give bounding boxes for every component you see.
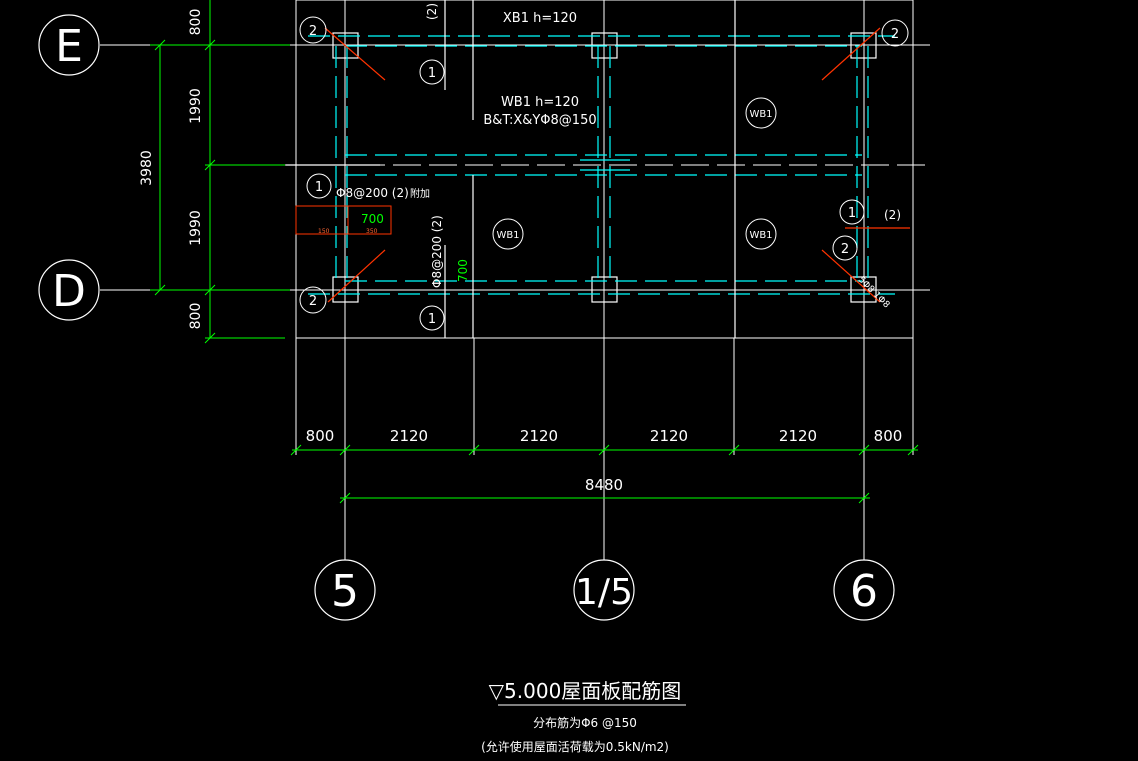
dim-h-800-left: 800 xyxy=(306,427,335,445)
marker-text: 1 xyxy=(428,312,436,327)
axis-label-5: 5 xyxy=(331,566,359,617)
axis-label-d: D xyxy=(52,266,86,317)
dim-h-800-right: 800 xyxy=(874,427,903,445)
drawing-note-load: (允许使用屋面活荷载为0.5kN/m2) xyxy=(481,739,669,754)
marker-2-bottom-left: 2 xyxy=(299,286,327,314)
grid-lines xyxy=(100,0,930,560)
corner-rebar-label: 5Φ8 1Φ8 xyxy=(856,275,892,311)
length-labels: 700 700 xyxy=(361,212,470,282)
wb1-tags: WB1 WB1 WB1 xyxy=(492,97,777,250)
dim-v-800-bottom: 800 xyxy=(188,303,204,330)
wb1-tag-bottom-left: WB1 xyxy=(492,218,524,250)
marker-text: 1 xyxy=(428,66,436,81)
wb1-thickness-label: WB1 h=120 xyxy=(501,95,579,110)
sub-dim-150: 150 xyxy=(318,228,330,235)
marker-1-left: 1 xyxy=(306,173,332,199)
paren-2-right: (2) xyxy=(884,208,901,222)
marker-1-top: 1 xyxy=(419,59,445,85)
marker-text: 2 xyxy=(309,294,317,309)
drawing-title-block: ▽5.000屋面板配筋图 分布筋为Φ6 @150 (允许使用屋面活荷载为0.5k… xyxy=(481,679,686,754)
axis-bubble-6: 6 xyxy=(833,559,895,621)
marker-text: 1 xyxy=(315,180,323,195)
axis-bubble-e: E xyxy=(38,14,100,76)
detail-sub-dimensions: 150 350 xyxy=(318,228,378,235)
rebar-lines xyxy=(308,35,895,295)
marker-2-right: 2 xyxy=(832,235,858,261)
len-700-vertical: 700 xyxy=(456,259,470,282)
marker-1-bottom: 1 xyxy=(419,305,445,331)
wb1-tag-text: WB1 xyxy=(749,109,772,120)
rebar-markers: 2 1 2 1 1 2 2 1 xyxy=(299,16,909,331)
axis-label-e: E xyxy=(55,21,83,72)
dim-h-2120-b: 2120 xyxy=(520,427,558,445)
dim-h-2120-a: 2120 xyxy=(390,427,428,445)
wb1-rebar-label: B&T:X&YΦ8@150 xyxy=(483,113,596,128)
axis-bubble-d: D xyxy=(38,259,100,321)
corner-diagonals xyxy=(324,27,910,303)
axis-label-1-5: 1/5 xyxy=(575,572,633,613)
wb1-tag-text: WB1 xyxy=(496,230,519,241)
vertical-dimensions xyxy=(150,0,290,344)
paren-2-top: (2) xyxy=(425,3,439,20)
rebar-labels: (2) (2) Φ8@200 (2) 附加 Φ8@200 (2) 5Φ8 1Φ8 xyxy=(336,3,901,311)
marker-1-right: 1 xyxy=(839,199,865,225)
marker-text: 2 xyxy=(891,27,899,42)
wb1-tag-top-right: WB1 xyxy=(745,97,777,129)
xb1-label: XB1 h=120 xyxy=(503,11,577,26)
axis-label-6: 6 xyxy=(850,566,878,617)
dim-h-2120-c: 2120 xyxy=(650,427,688,445)
marker-text: 1 xyxy=(848,206,856,221)
marker-text: 2 xyxy=(841,242,849,257)
wb1-tag-bottom-right: WB1 xyxy=(745,218,777,250)
rebar-left-label: Φ8@200 (2) xyxy=(336,186,409,200)
dim-v-1990-a: 1990 xyxy=(188,88,204,124)
dim-v-total: 3980 xyxy=(139,150,155,186)
dim-h-total: 8480 xyxy=(585,476,623,494)
horizontal-dimensions xyxy=(290,444,919,504)
len-700-horizontal: 700 xyxy=(361,212,384,226)
addon-label: 附加 xyxy=(410,187,430,200)
slab-annotations: XB1 h=120 WB1 h=120 B&T:X&YΦ8@150 xyxy=(483,11,596,128)
rebar-bars xyxy=(286,0,736,338)
detail-box xyxy=(295,205,392,235)
sub-dim-350: 350 xyxy=(366,228,378,235)
rebar-vertical-label: Φ8@200 (2) xyxy=(430,215,444,288)
vertical-dimension-labels: 800 1990 1990 800 3980 xyxy=(139,9,204,330)
dim-v-800-top: 800 xyxy=(188,9,204,36)
horizontal-dimension-labels: 800 2120 2120 2120 2120 800 8480 xyxy=(306,427,903,494)
drawing-title: ▽5.000屋面板配筋图 xyxy=(489,679,682,703)
marker-2-top-left: 2 xyxy=(299,16,327,44)
columns xyxy=(332,32,877,303)
rebar-cross xyxy=(580,159,630,171)
dim-v-1990-b: 1990 xyxy=(188,210,204,246)
axis-bubble-5: 5 xyxy=(314,559,376,621)
axis-bubble-1-5: 1/5 xyxy=(573,559,635,621)
marker-2-top-right: 2 xyxy=(881,19,909,47)
marker-text: 2 xyxy=(309,24,317,39)
drawing-note-distribution: 分布筋为Φ6 @150 xyxy=(533,715,637,730)
wb1-tag-text: WB1 xyxy=(749,230,772,241)
dim-h-2120-d: 2120 xyxy=(779,427,817,445)
